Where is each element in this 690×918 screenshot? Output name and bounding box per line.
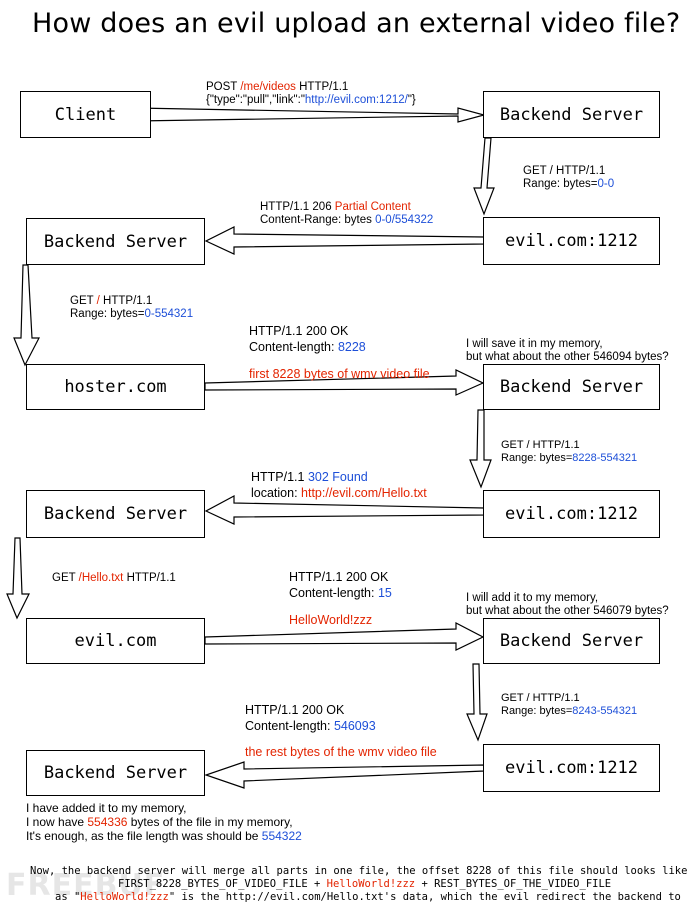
footer-line-1: Now, the backend server will merge all p… — [30, 865, 690, 877]
footer-line-2: FIRST_8228_BYTES_OF_VIDEO_FILE + HelloWo… — [118, 878, 612, 890]
msg-get-range-full: GET / HTTP/1.1 Range: bytes=0-554321 — [70, 295, 194, 320]
msg-get-range-8228: GET / HTTP/1.1 Range: bytes=8228-554321 — [501, 439, 638, 464]
arrow-evil-to-backend-302 — [204, 494, 485, 525]
msg-200-ok-8228: HTTP/1.1 200 OK Content-length: 8228 — [249, 324, 366, 354]
node-backend-server-6: Backend Server — [26, 750, 205, 796]
node-evil-com-1212-3: evil.com:1212 — [483, 744, 660, 792]
msg-get-hello-txt: GET /Hello.txt HTTP/1.1 — [52, 572, 176, 584]
node-evil-com: evil.com — [26, 618, 205, 664]
arrow-client-to-backend — [135, 107, 487, 123]
arrow-backend-to-evil-range — [473, 137, 495, 216]
msg-206-partial-content: HTTP/1.1 206 Partial Content Content-Ran… — [260, 201, 434, 226]
msg-first-8228-bytes: first 8228 bytes of wmv video file — [249, 367, 430, 381]
arrow-backend-to-hoster — [13, 264, 40, 367]
msg-rest-bytes: the rest bytes of the wmv video file — [245, 745, 437, 759]
arrow-backend-to-evilcom — [6, 537, 30, 620]
msg-helloworld-zzz: HelloWorld!zzz — [289, 613, 373, 627]
node-evil-com-1212-1: evil.com:1212 — [483, 217, 660, 265]
node-backend-server-5: Backend Server — [483, 618, 660, 664]
arrow-evil-to-backend-206 — [204, 226, 485, 255]
node-hoster-com: hoster.com — [26, 364, 205, 410]
arrow-backend-to-evil-range3 — [466, 663, 488, 742]
note-enough-bytes: I have added it to my memory, I now have… — [26, 801, 302, 843]
msg-post-request: POST /me/videos HTTP/1.1 {"type":"pull",… — [206, 81, 416, 106]
arrow-backend-to-evil-range2 — [469, 409, 492, 489]
node-backend-server-1: Backend Server — [483, 91, 660, 138]
msg-get-range-0-0: GET / HTTP/1.1 Range: bytes=0-0 — [523, 165, 615, 190]
watermark: FREEBUF — [6, 868, 166, 903]
note-add-memory: I will add it to my memory, but what abo… — [466, 592, 669, 617]
arrow-hoster-to-backend — [204, 369, 485, 396]
footer-line-3: as "HelloWorld!zzz" is the http://evil.c… — [55, 891, 681, 903]
msg-200-ok-546093: HTTP/1.1 200 OK Content-length: 546093 — [245, 703, 376, 733]
node-client: Client — [20, 91, 151, 138]
diagram-title: How does an evil upload an external vide… — [32, 8, 681, 39]
msg-get-range-8243: GET / HTTP/1.1 Range: bytes=8243-554321 — [501, 692, 638, 717]
note-save-memory: I will save it in my memory, but what ab… — [466, 338, 669, 363]
msg-200-ok-15: HTTP/1.1 200 OK Content-length: 15 — [289, 570, 392, 600]
arrow-evil-to-backend-200 — [204, 761, 485, 789]
msg-302-found: HTTP/1.1 302 Found location: http://evil… — [251, 470, 427, 500]
node-evil-com-1212-2: evil.com:1212 — [483, 490, 660, 538]
node-backend-server-2: Backend Server — [26, 218, 205, 265]
arrow-evilcom-to-backend — [204, 622, 485, 651]
node-backend-server-4: Backend Server — [26, 490, 205, 538]
node-backend-server-3: Backend Server — [483, 364, 660, 410]
